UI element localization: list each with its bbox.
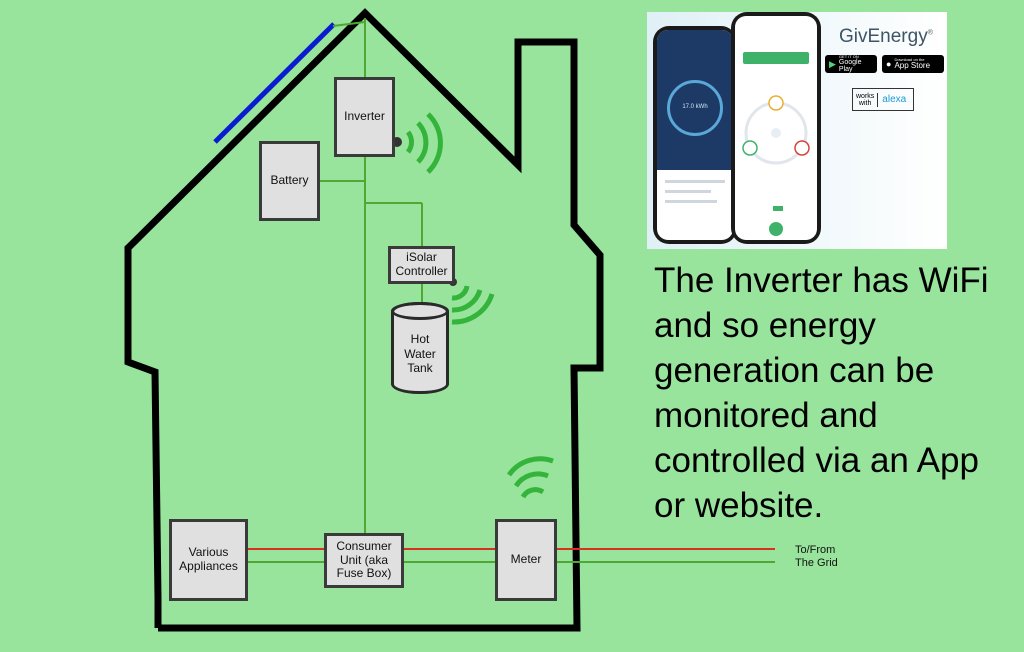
- meter-box: Meter: [495, 519, 557, 601]
- hot-water-tank: Hot Water Tank: [391, 302, 449, 394]
- battery-label: Battery: [270, 173, 309, 188]
- wifi-icon: [506, 456, 554, 499]
- grid-label: To/From The Grid: [795, 544, 838, 570]
- consumer-unit-label: Consumer Unit (aka Fuse Box): [336, 538, 392, 581]
- appliances-box: Various Appliances: [169, 519, 248, 601]
- phone-value: 17.0 kWh: [682, 104, 708, 110]
- energy-flow-graphic: [742, 95, 810, 165]
- givenergy-app-image: 17.0 kWh GivEnergy® ▶ GET IT ON Google P…: [647, 12, 947, 249]
- appliances-label: Various Appliances: [179, 545, 238, 573]
- solar-panel: [213, 22, 336, 144]
- app-store-badge: ● Download on the App Store: [882, 55, 944, 73]
- tank-label: Hot Water Tank: [404, 332, 436, 376]
- inverter-label: Inverter: [344, 109, 385, 124]
- caption-text: The Inverter has WiFi and so energy gene…: [654, 261, 989, 525]
- inverter-box: Inverter: [334, 77, 395, 157]
- phone-right: [731, 12, 821, 244]
- play-icon: ▶: [829, 58, 836, 69]
- house-outline: [124, 8, 604, 632]
- phone-left: 17.0 kWh: [653, 26, 737, 244]
- battery-box: Battery: [259, 141, 320, 221]
- consumer-unit-box: Consumer Unit (aka Fuse Box): [324, 533, 404, 588]
- brand-name: GivEnergy®: [839, 26, 933, 47]
- wifi-icon: [451, 285, 495, 325]
- google-play-badge: ▶ GET IT ON Google Play: [825, 55, 877, 73]
- isolar-label: iSolar Controller: [395, 250, 448, 278]
- works-with-alexa-badge: works with alexa: [852, 88, 914, 111]
- isolar-controller-box: iSolar Controller: [388, 246, 455, 284]
- meter-label: Meter: [510, 552, 542, 567]
- apple-icon: ●: [886, 59, 892, 69]
- wifi-icon: [405, 112, 443, 174]
